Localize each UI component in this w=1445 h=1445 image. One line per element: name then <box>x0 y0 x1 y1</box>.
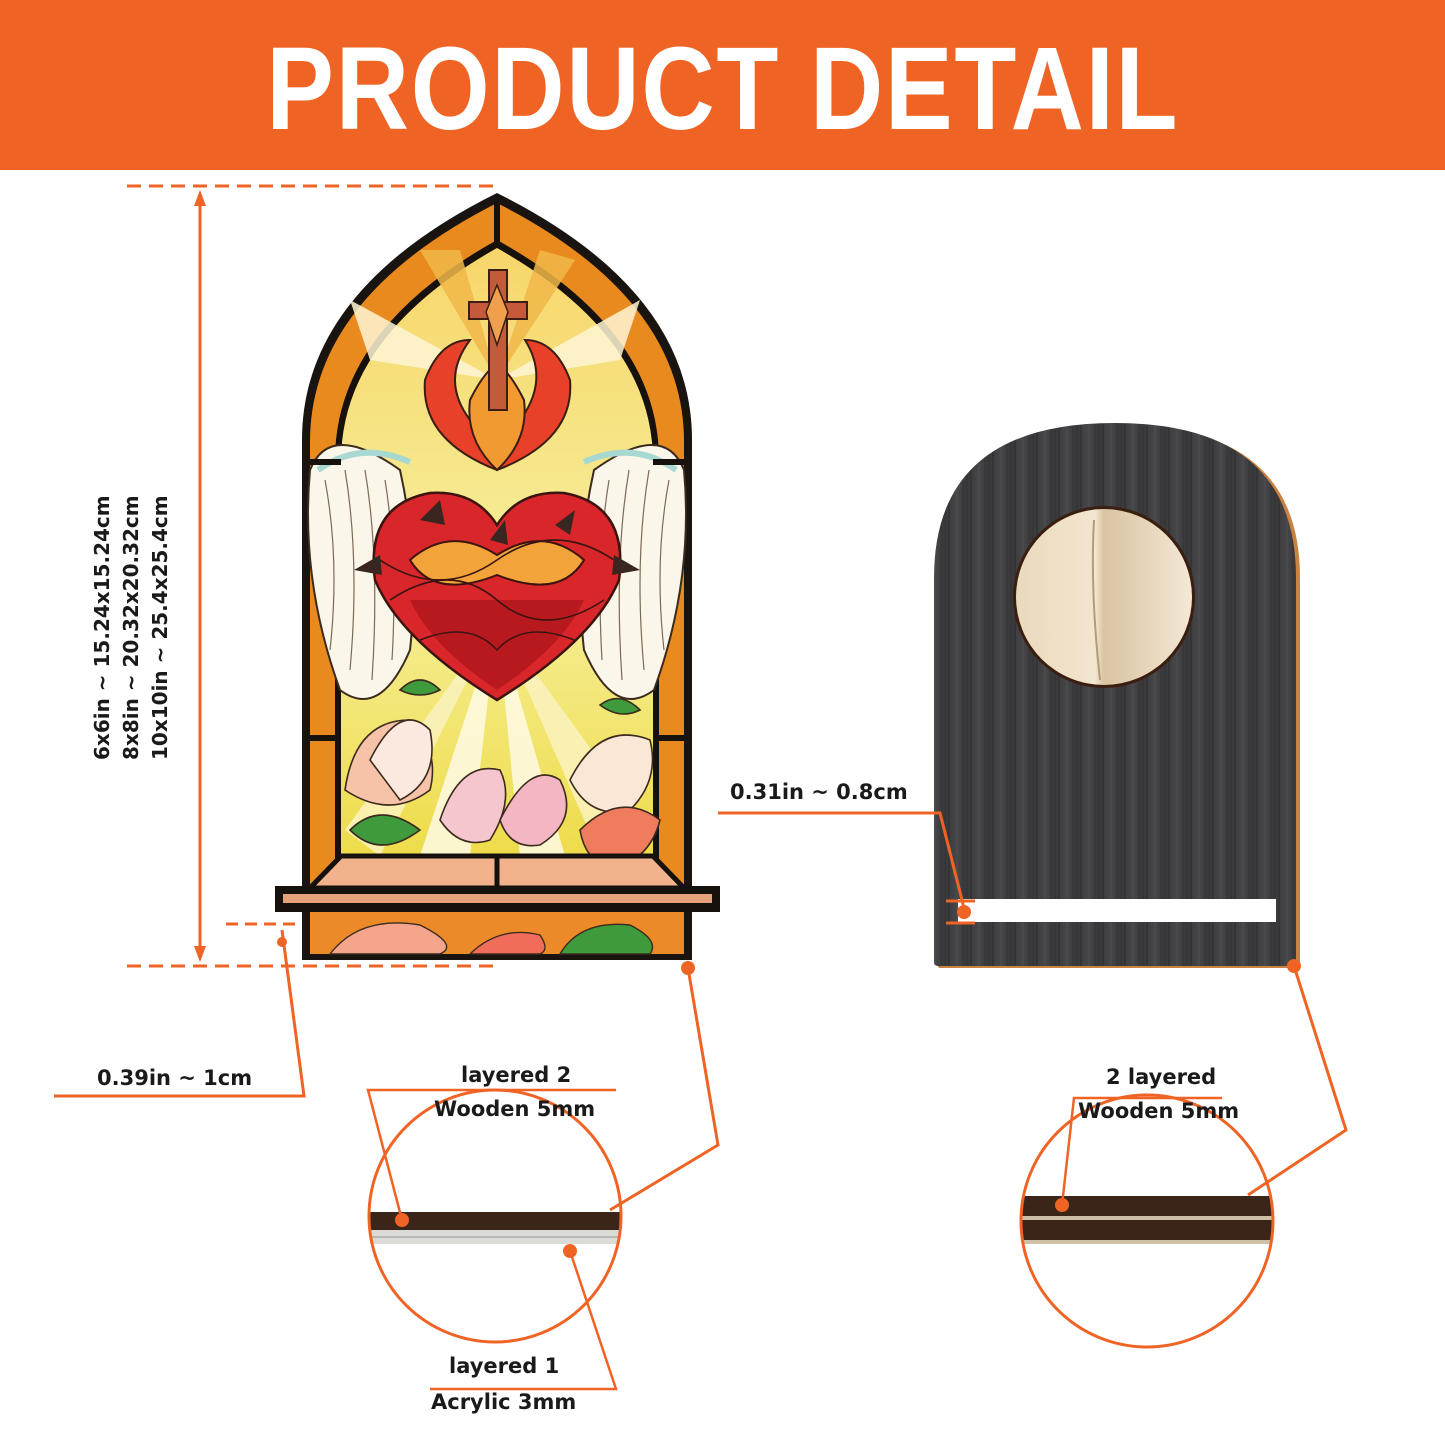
back-layer-material: Wooden 5mm <box>1078 1099 1240 1123</box>
size-options: 6x6in ~ 15.24x15.24cm 8x8in ~ 20.32x20.3… <box>88 420 175 760</box>
size-option-8in: 8x8in ~ 20.32x20.32cm <box>119 495 143 760</box>
front-bottom-layer-label: layered 1 <box>449 1354 560 1378</box>
back-layer-label: 2 layered <box>1106 1065 1217 1089</box>
base-gap-dimension: 0.39in ~ 1cm <box>97 1066 253 1090</box>
slot-width-dimension: 0.31in ~ 0.8cm <box>730 780 908 804</box>
size-option-6in: 6x6in ~ 15.24x15.24cm <box>90 495 114 760</box>
front-top-layer-material: Wooden 5mm <box>434 1097 596 1121</box>
lens-callout-back <box>1019 959 1348 1349</box>
size-option-10in: 10x10in ~ 25.4x25.4cm <box>148 495 172 760</box>
front-bottom-layer-material: Acrylic 3mm <box>431 1390 577 1414</box>
dimension-lines <box>54 184 975 1098</box>
page-title: PRODUCT DETAIL <box>266 23 1179 155</box>
front-top-layer-label: layered 2 <box>461 1063 572 1087</box>
lens-callout-front <box>366 961 720 1391</box>
wooden-stand <box>934 423 1300 968</box>
header-banner: PRODUCT DETAIL <box>0 0 1445 170</box>
stained-glass-window <box>275 193 720 960</box>
